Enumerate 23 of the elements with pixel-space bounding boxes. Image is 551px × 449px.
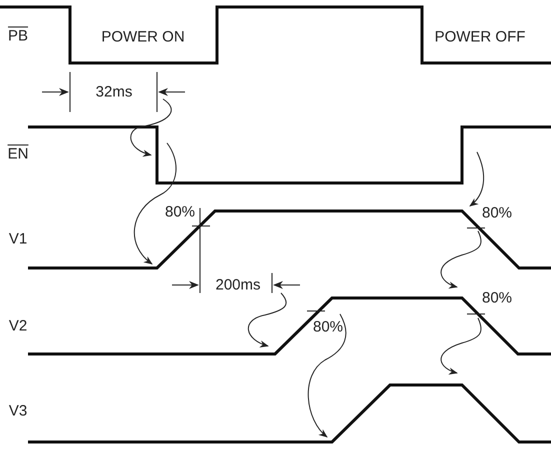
timing-label: 80% bbox=[164, 204, 196, 220]
causal-arrow bbox=[440, 230, 482, 288]
timing-label: POWER OFF bbox=[434, 30, 526, 44]
timing-label: 80% bbox=[312, 320, 344, 334]
causal-arrow bbox=[308, 314, 346, 438]
timing-label: 80% bbox=[482, 290, 512, 306]
causal-arrow bbox=[469, 152, 484, 207]
signal-name: V1 bbox=[8, 232, 28, 246]
causal-arrow bbox=[440, 318, 482, 374]
waveform-trace bbox=[0, 6, 551, 64]
signal-name: EN bbox=[8, 146, 28, 162]
signal-name: PB bbox=[8, 28, 28, 44]
timing-label: 200ms bbox=[215, 278, 261, 292]
waveform-trace bbox=[28, 384, 551, 444]
causal-arrow bbox=[248, 292, 287, 347]
causal-arrow bbox=[134, 142, 176, 265]
waveform-trace bbox=[28, 126, 551, 184]
signal-name: V2 bbox=[8, 318, 28, 334]
causal-arrow bbox=[130, 98, 172, 156]
signal-name: V3 bbox=[8, 404, 28, 418]
timing-label: 32ms bbox=[96, 84, 132, 100]
timing-label: POWER ON bbox=[101, 30, 185, 44]
timing-label: 80% bbox=[482, 206, 512, 220]
